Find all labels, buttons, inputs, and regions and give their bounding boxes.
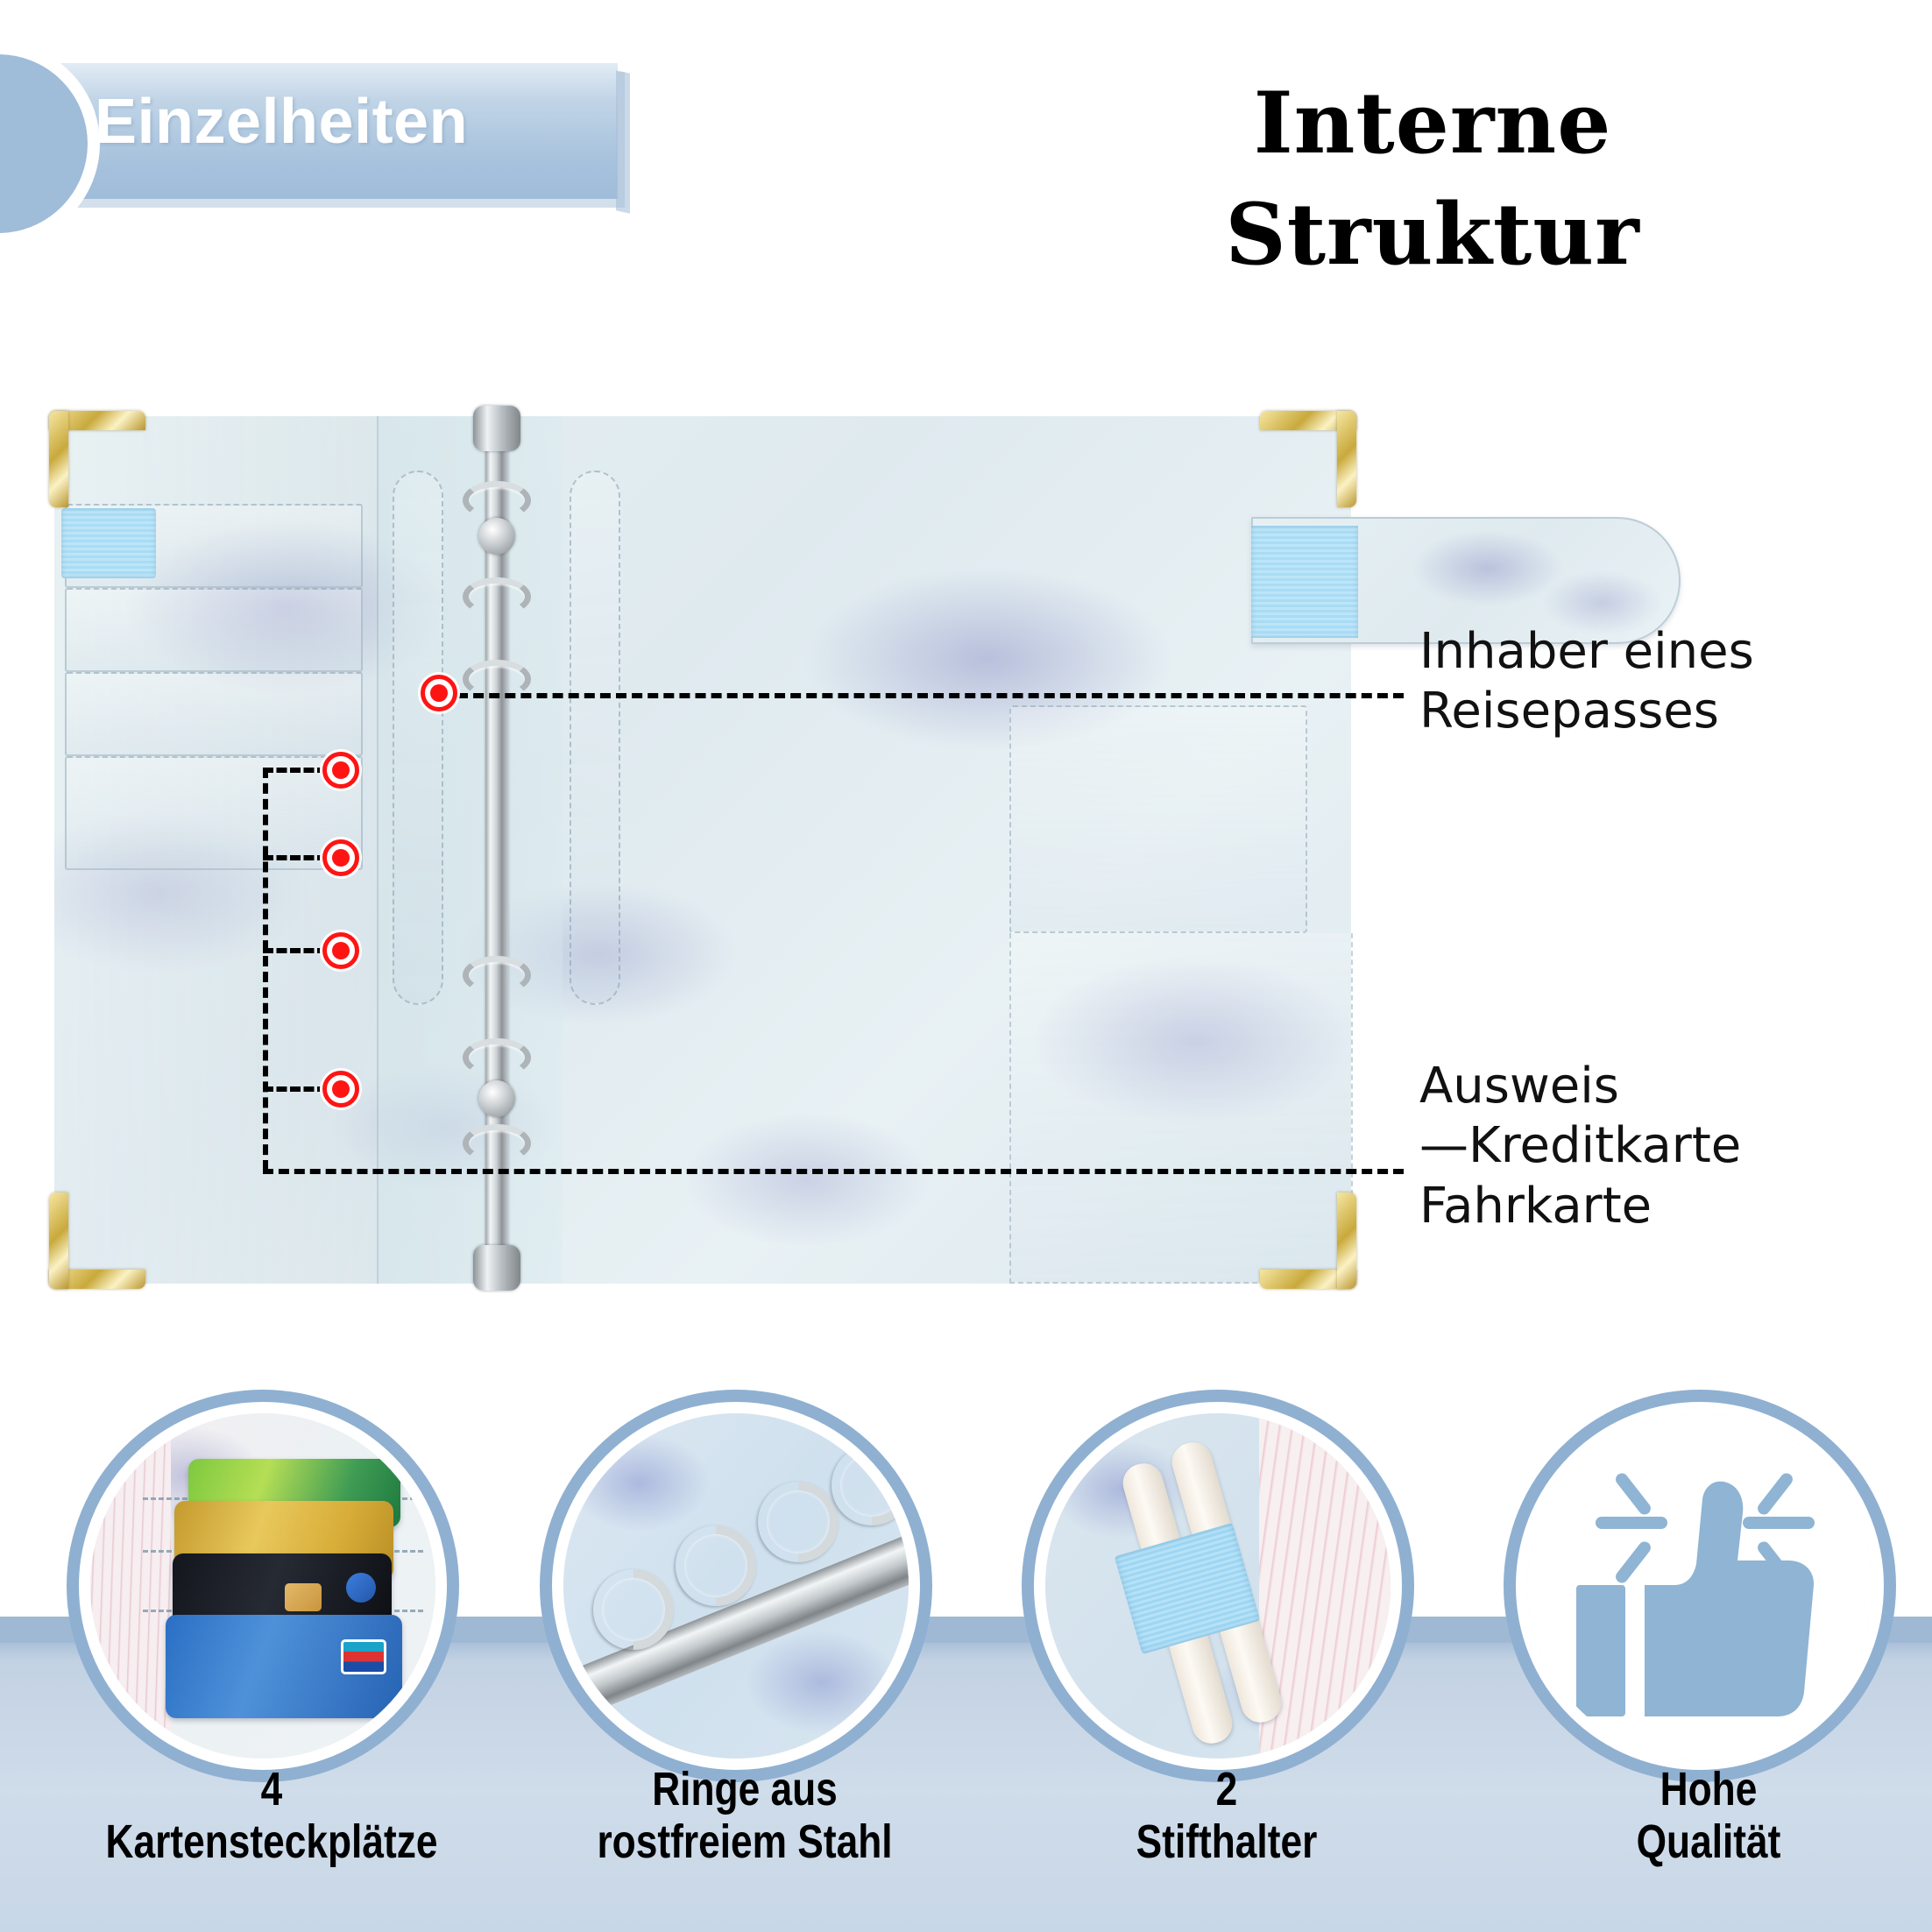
- binder-rings-photo: [552, 1402, 920, 1770]
- card-slots-photo: [79, 1402, 447, 1770]
- leader-stub-card-4: [263, 1086, 328, 1092]
- elastic-tab-left: [61, 508, 156, 578]
- credit-card-blue: [166, 1615, 402, 1718]
- callout-label-card-slots: Ausweis —Kreditkarte Fahrkarte: [1419, 1058, 1742, 1235]
- leader-stub-card-2: [263, 855, 328, 860]
- ring-clamp-top: [473, 406, 520, 451]
- leader-stub-card-1: [263, 768, 328, 773]
- passport-pocket: [1009, 705, 1307, 933]
- page-title-line-2: Struktur: [1225, 184, 1640, 284]
- feature-caption-steel-rings: Ringe aus rostfreiem Stahl: [597, 1763, 893, 1869]
- binder-ring-3: [463, 660, 531, 698]
- callout-dot-card-2: [322, 839, 359, 876]
- corner-protector-bottom-left: [49, 1192, 145, 1289]
- corner-protector-top-left: [49, 411, 145, 507]
- card-pocket-2: [65, 588, 363, 672]
- ring-mechanism: [463, 406, 531, 1291]
- binder-ring-6: [463, 1124, 531, 1163]
- card-pocket-3: [65, 672, 363, 756]
- pen-holder-photo: [1034, 1402, 1402, 1770]
- ring-knob-2: [478, 1080, 515, 1117]
- binder-ring-2: [463, 577, 531, 616]
- leader-line-cards: [263, 1169, 1404, 1174]
- pen-holder-strap-2: [570, 471, 620, 1005]
- details-banner-label: Einzelheiten: [95, 87, 469, 157]
- document-pocket: [1009, 933, 1353, 1284]
- binder-ring-1: [463, 481, 531, 520]
- details-banner: [0, 63, 618, 199]
- feature-caption-card-slots: 4 Kartensteckplätze: [105, 1763, 438, 1869]
- callout-dot-card-4: [322, 1071, 359, 1108]
- leader-stub-card-3: [263, 948, 328, 953]
- ring-knob-1: [478, 518, 515, 555]
- callout-dot-card-3: [322, 932, 359, 969]
- high-quality-badge: [1516, 1402, 1884, 1770]
- product-photo: [49, 406, 1356, 1291]
- corner-protector-bottom-right: [1260, 1192, 1356, 1289]
- leader-bracket-cards: [263, 768, 268, 1171]
- callout-dot-card-1: [322, 752, 359, 789]
- corner-protector-top-right: [1260, 411, 1356, 507]
- binder-ring-4: [463, 956, 531, 994]
- closure-elastic-band: [1251, 526, 1358, 638]
- binder-ring-5: [463, 1038, 531, 1077]
- planner-cover: [54, 416, 1351, 1284]
- card-pocket-4: [65, 756, 363, 870]
- pen-holder-strap-1: [393, 471, 443, 1005]
- page-title: Interne Struktur: [994, 68, 1871, 290]
- thumbs-up-icon: [1576, 1473, 1815, 1716]
- ring-spine-bar: [485, 432, 508, 1256]
- leader-line-passport: [457, 693, 1404, 698]
- page-title-line-1: Interne: [1253, 74, 1612, 173]
- callout-dot-passport: [421, 675, 457, 711]
- ring-clamp-bottom: [473, 1245, 520, 1291]
- feature-caption-high-quality: Hohe Qualität: [1636, 1763, 1781, 1869]
- feature-caption-pen-holders: 2 Stifthalter: [1136, 1763, 1318, 1869]
- callout-label-passport: Inhaber eines Reisepasses: [1419, 623, 1754, 740]
